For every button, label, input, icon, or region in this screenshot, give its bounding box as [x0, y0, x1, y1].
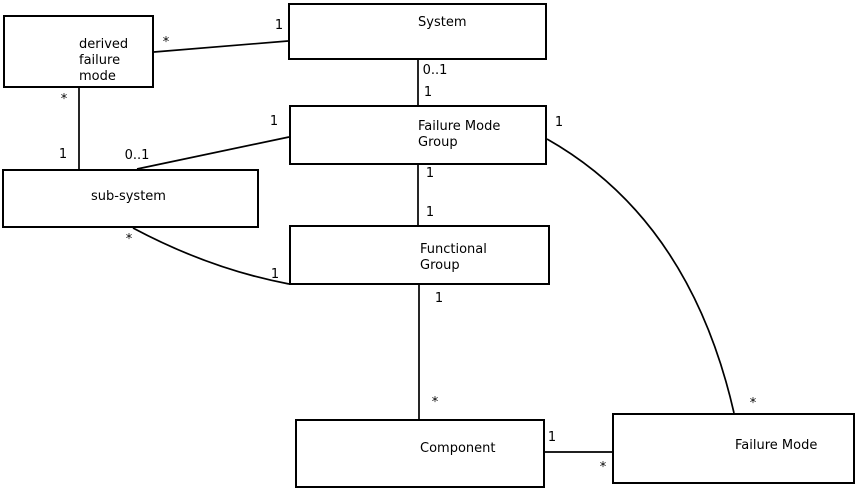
- edge-derived-failure-mode-to-system: [153, 40, 289, 53]
- multiplicity-label: *: [599, 459, 607, 475]
- edge-failure-mode-group-to-failure-mode: [546, 138, 735, 414]
- node-label: Functional Group: [291, 227, 548, 274]
- edge-sub-system-to-functional-group: [132, 227, 290, 285]
- multiplicity-label: *: [749, 395, 757, 411]
- multiplicity-label: *: [162, 34, 170, 50]
- node-derived-failure-mode: derived failure mode: [3, 15, 154, 88]
- node-sub-system: sub-system: [2, 169, 259, 228]
- node-label-line: Failure Mode: [418, 119, 501, 134]
- multiplicity-label: 1: [274, 18, 284, 33]
- multiplicity-label: 0..1: [422, 63, 448, 78]
- multiplicity-label: 0..1: [124, 148, 150, 163]
- multiplicity-label: *: [431, 394, 439, 410]
- node-failure-mode: Failure Mode: [612, 413, 855, 484]
- multiplicity-label: 1: [270, 267, 280, 282]
- node-label-line: Group: [418, 135, 458, 150]
- node-label: System: [290, 5, 545, 31]
- node-label: Failure Mode Group: [291, 107, 545, 151]
- node-label-line: sub-system: [91, 189, 166, 204]
- node-component: Component: [295, 419, 545, 488]
- edge-sub-system-to-failure-mode-group: [136, 136, 290, 170]
- multiplicity-label: *: [125, 231, 133, 247]
- node-functional-group: Functional Group: [289, 225, 550, 285]
- node-label-line: Functional: [420, 242, 487, 257]
- node-label: derived failure mode: [5, 17, 152, 85]
- node-failure-mode-group: Failure Mode Group: [289, 105, 547, 165]
- node-system: System: [288, 3, 547, 60]
- multiplicity-label: 1: [554, 115, 564, 130]
- node-label: Component: [297, 421, 543, 457]
- node-label-line: failure: [79, 53, 121, 68]
- multiplicity-label: 1: [269, 114, 279, 129]
- multiplicity-label: *: [60, 91, 68, 107]
- multiplicity-label: 1: [434, 291, 444, 306]
- multiplicity-label: 1: [547, 430, 557, 445]
- multiplicity-label: 1: [425, 166, 435, 181]
- node-label: sub-system: [4, 171, 257, 205]
- node-label-line: System: [418, 15, 467, 30]
- multiplicity-label: 1: [425, 205, 435, 220]
- node-label-line: Component: [420, 441, 496, 456]
- multiplicity-label: 1: [423, 85, 433, 100]
- node-label: Failure Mode: [614, 415, 853, 454]
- multiplicity-label: 1: [58, 147, 68, 162]
- node-label-line: Failure Mode: [735, 438, 818, 453]
- node-label-line: mode: [79, 69, 116, 84]
- node-label-line: derived: [79, 37, 129, 52]
- node-label-line: Group: [420, 258, 460, 273]
